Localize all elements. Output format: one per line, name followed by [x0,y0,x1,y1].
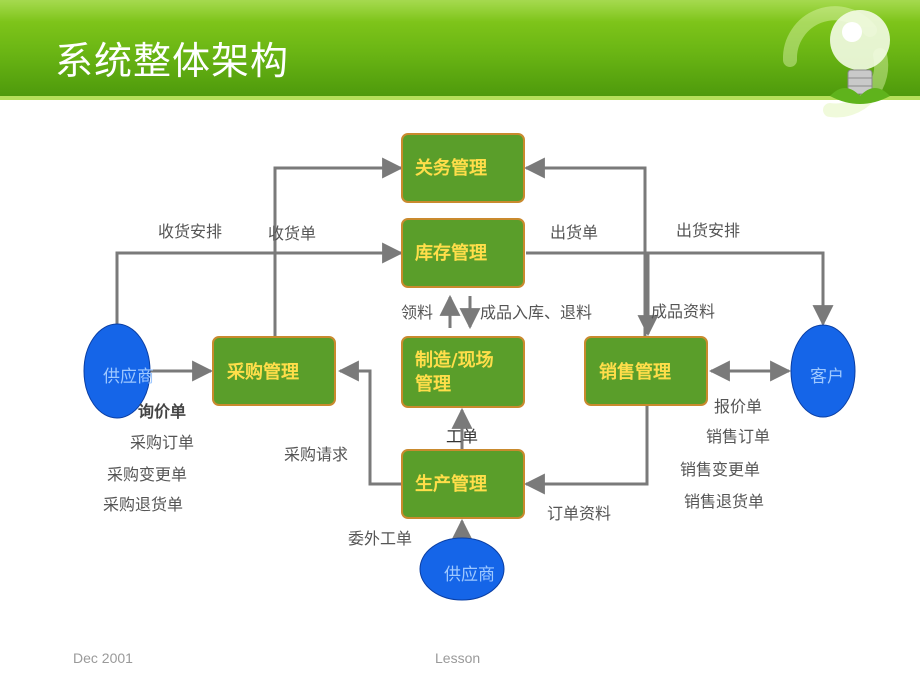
footer-lesson: Lesson [435,650,481,666]
label-receiving-schedule: 收货安排 [158,222,223,241]
module-production-box [401,449,525,519]
arrow-supplier-to-inventory [115,242,404,325]
slide-title: 系统整体架构 [55,39,290,83]
entity-customer: 客户 [810,367,844,387]
module-sales-box [584,336,708,406]
module-manufacture-box [401,336,525,408]
arrow-sales-to-production [523,406,649,495]
label-work-order: 工单 [446,427,479,446]
entity-customer-oval [790,324,856,418]
footer-date: Dec 2001 [73,650,133,666]
label-delivery-schedule: 出货安排 [676,221,741,240]
label-purchase-return: 采购退货单 [103,495,184,514]
arrow-production-to-purchase [337,360,401,486]
label-sales-return: 销售退货单 [684,492,765,511]
lightbulb-recycle-icon [782,6,890,118]
label-purchase-request: 采购请求 [284,445,349,464]
entity-supplier-left-oval [83,323,151,419]
label-purchase-order: 采购订单 [130,433,195,452]
label-order-data: 订单资料 [547,504,612,523]
entity-supplier-bottom: 供应商 [444,565,495,585]
arrow-sales-to-customs [523,157,647,338]
module-manufacture-line2: 管理 [415,374,451,395]
label-delivery-note: 出货单 [550,223,599,242]
entity-supplier-bottom-oval [419,537,505,601]
module-purchase: 采购管理 [227,362,299,383]
header-bar: 系统整体架构 [0,0,920,100]
arrow-purchase-to-customs [273,157,404,338]
label-quotation: 报价单 [714,397,763,416]
module-customs: 关务管理 [415,158,487,179]
label-outsource-order: 委外工单 [348,529,413,548]
label-inquiry: 询价单 [138,402,187,421]
label-sales-change: 销售变更单 [680,460,761,479]
module-production: 生产管理 [415,474,487,495]
label-finished-goods-data: 成品资料 [651,302,716,321]
label-receiving-note: 收货单 [268,224,317,243]
entity-supplier-left: 供应商 [103,367,154,387]
label-sales-order: 销售订单 [706,427,771,446]
arrow-inventory-to-sales [526,251,659,337]
module-inventory: 库存管理 [415,243,487,264]
label-purchase-change: 采购变更单 [107,465,188,484]
module-purchase-box [212,336,336,406]
module-customs-box [401,133,525,203]
module-manufacture-line1: 制造/现场 [415,350,494,371]
module-sales: 销售管理 [599,362,671,383]
label-material-requisition: 领料 [401,303,434,322]
module-inventory-box [401,218,525,288]
label-finished-goods-return: 成品入库、退料 [480,303,593,322]
